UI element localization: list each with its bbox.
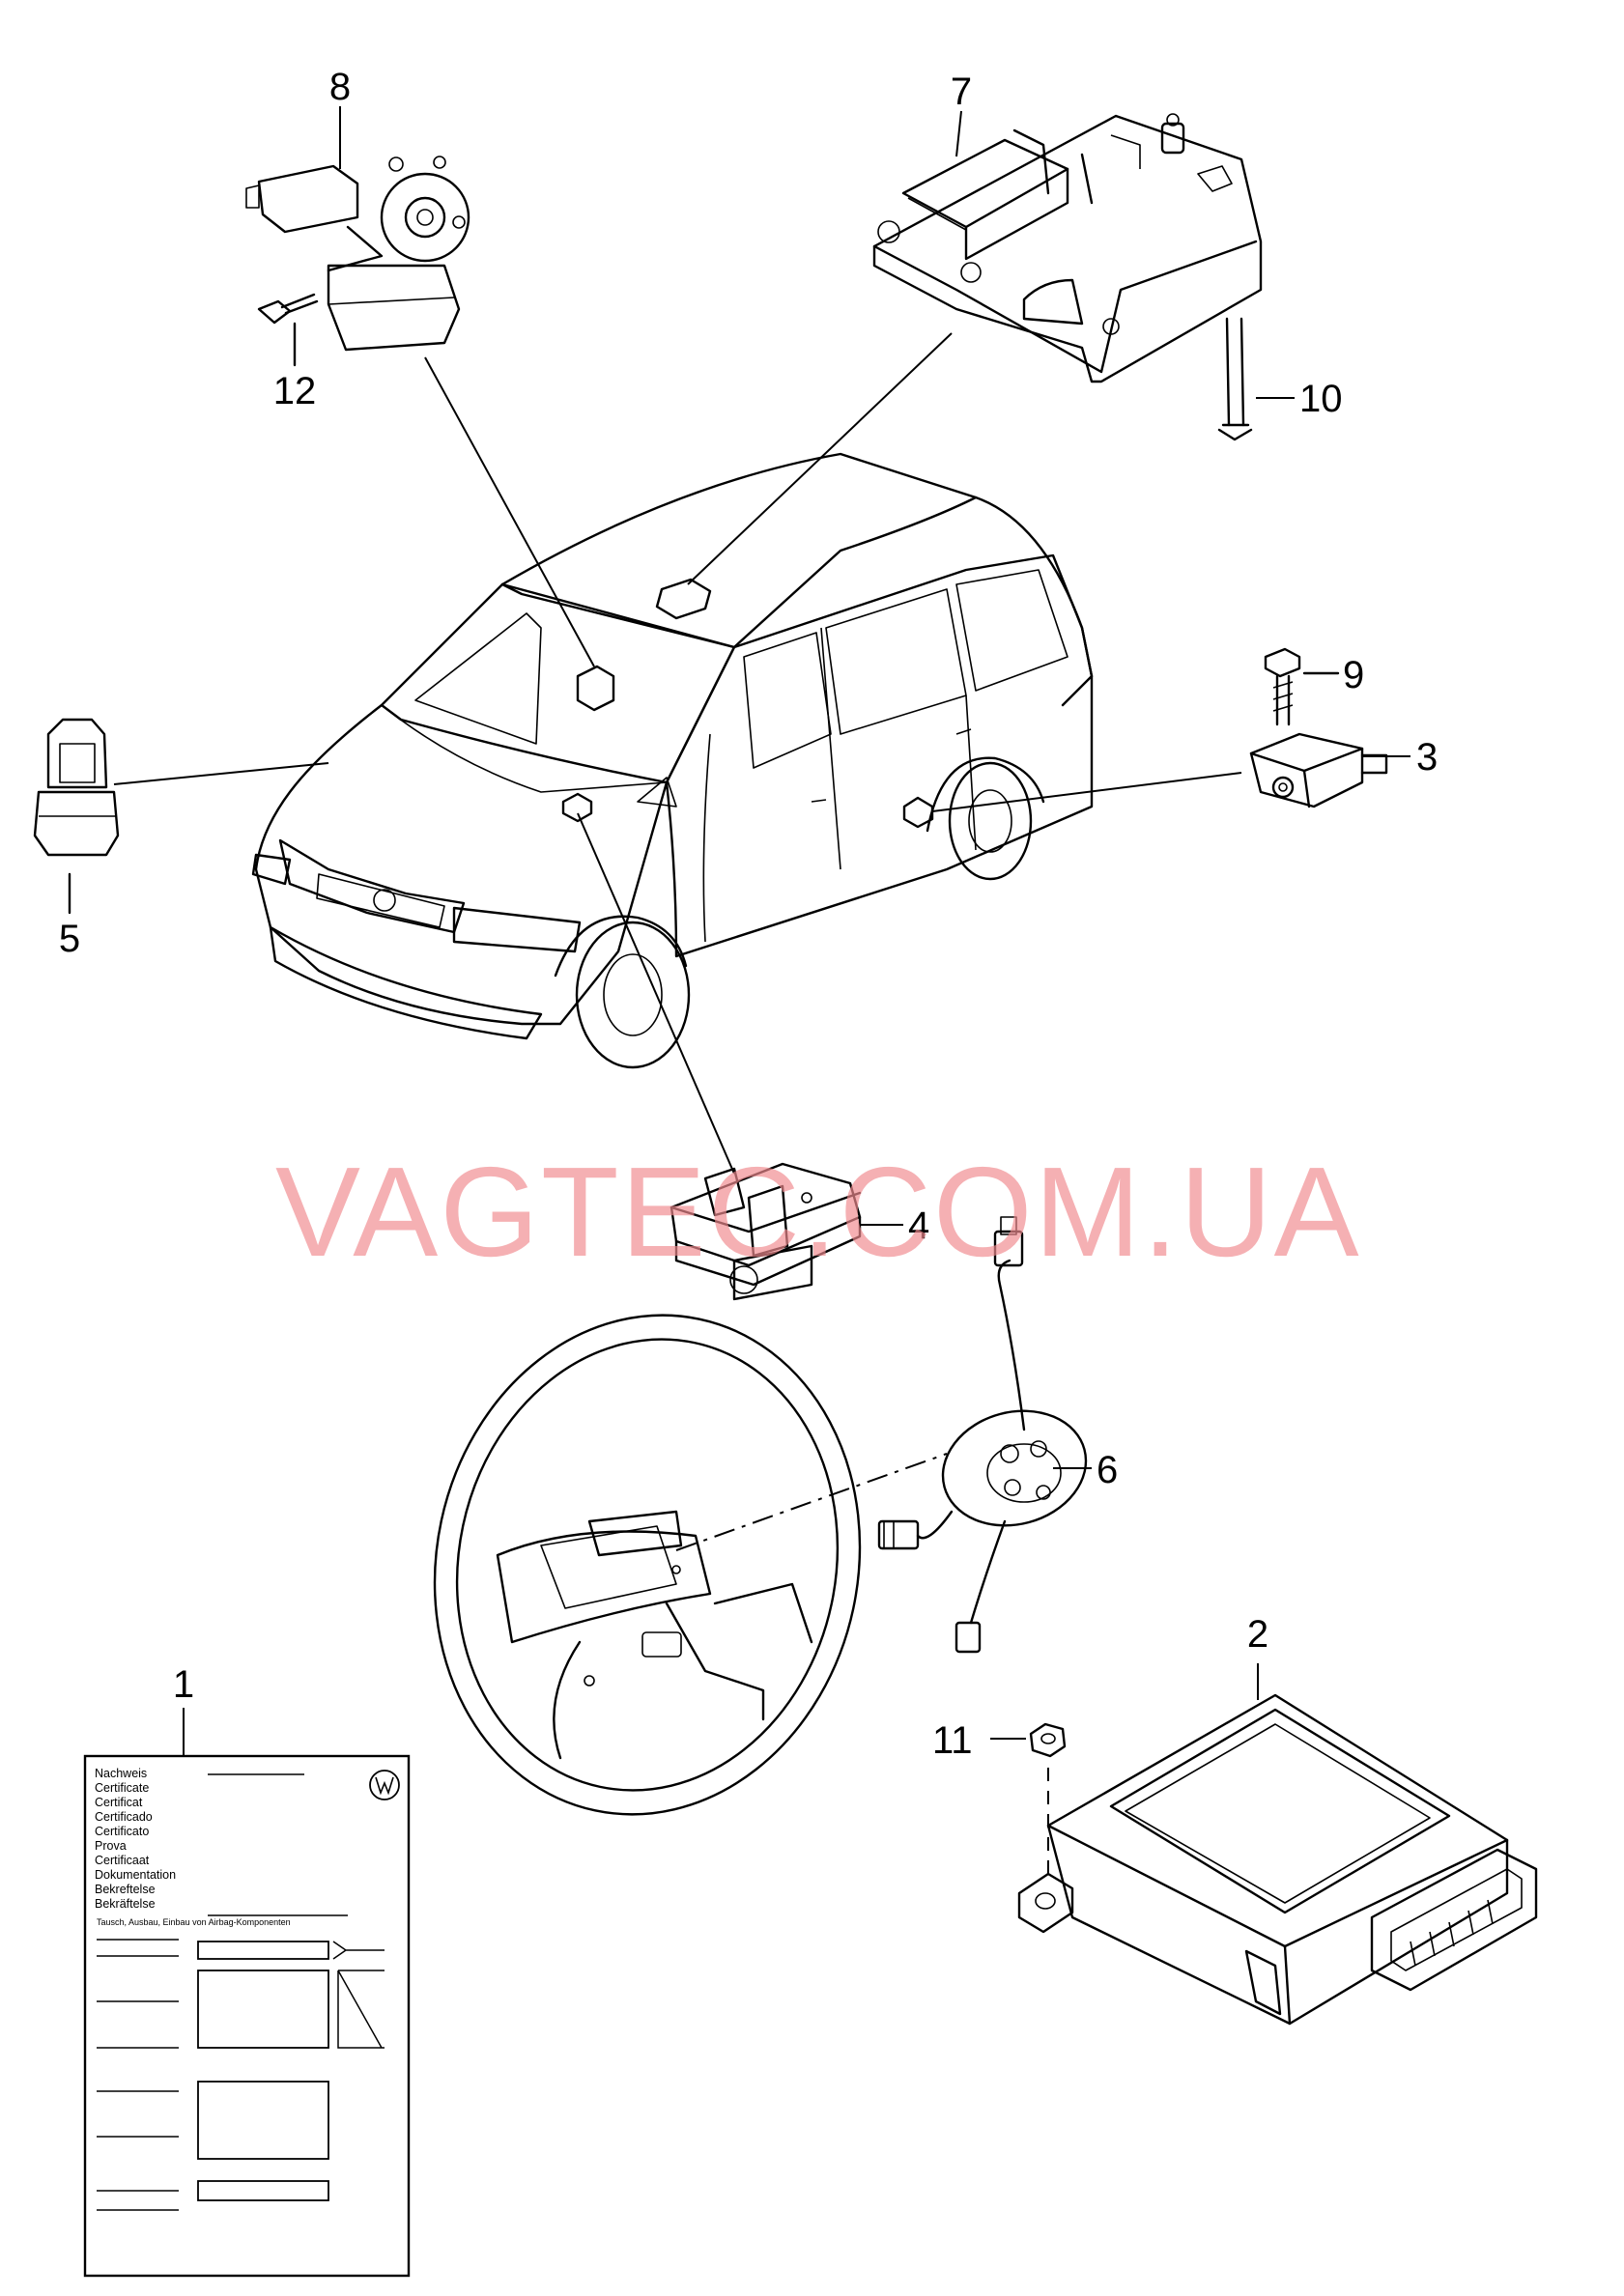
callout-7: 7: [951, 71, 972, 113]
vehicle-outline: [251, 452, 1094, 1069]
callout-8: 8: [329, 66, 351, 108]
certificate-line: Nachweis: [95, 1767, 147, 1780]
callout-2: 2: [1247, 1613, 1268, 1656]
part-8-actuator: [245, 156, 470, 352]
callout-1: 1: [173, 1663, 194, 1706]
callout-numbers: 8 7 12 10 9 3 5 4 6 2 11 1: [59, 66, 1438, 1762]
part-9-screw: [1264, 647, 1340, 726]
callout-5: 5: [59, 918, 80, 960]
part-1-certificate: Nachweis Certificate Certificat Certific…: [83, 1754, 411, 2278]
part-12-screw: [257, 293, 319, 367]
certificate-note: Tausch, Ausbau, Einbau von Airbag-Kompon…: [97, 1917, 291, 1927]
certificate-line: Bekräftelse: [95, 1897, 156, 1911]
part-2-control-unit: [1017, 1693, 1538, 2026]
certificate-line: Certificaat: [95, 1854, 150, 1867]
callout-3: 3: [1416, 736, 1438, 779]
certificate-line: Dokumentation: [95, 1868, 176, 1882]
certificate-line: Certificato: [95, 1825, 149, 1838]
certificate-line: Prova: [95, 1839, 127, 1853]
callout-9: 9: [1343, 654, 1364, 696]
callout-11: 11: [932, 1719, 973, 1762]
part-10-bolt: [1217, 317, 1253, 441]
callout-10: 10: [1299, 378, 1343, 420]
part-5-sensor: [33, 718, 120, 915]
callout-4: 4: [908, 1205, 929, 1247]
certificate-line: Bekreftelse: [95, 1883, 156, 1896]
certificate-line: Certificat: [95, 1796, 143, 1809]
certificate-line: Certificado: [95, 1810, 153, 1824]
part-7-roof-module: [872, 113, 1263, 383]
callout-12: 12: [273, 370, 317, 412]
vw-logo-icon: [369, 1770, 400, 1800]
part-6-clock-spring: [877, 1216, 1088, 1654]
part-3-side-sensor: [1249, 732, 1388, 808]
part-4-crash-sensor: [670, 1162, 862, 1301]
certificate-line: Certificate: [95, 1781, 149, 1795]
watermark-text: VAGTEC.COM.UA: [275, 1141, 1361, 1283]
steering-wheel: [433, 1314, 862, 1816]
part-11-nut: [1029, 1722, 1067, 1874]
leader-lines: [113, 106, 1410, 1756]
callout-6: 6: [1097, 1449, 1118, 1491]
